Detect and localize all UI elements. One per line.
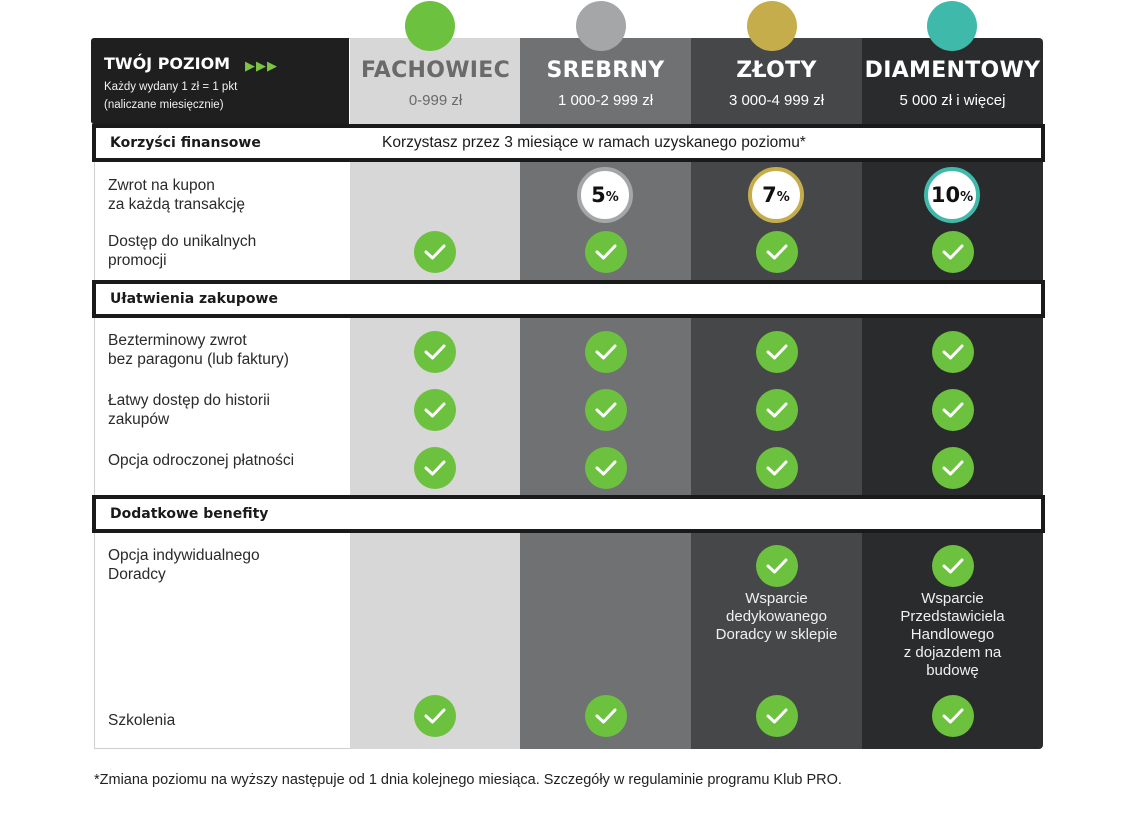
check-icon <box>932 695 974 737</box>
tier-range: 3 000-4 999 zł <box>728 92 825 109</box>
benefit-text-line: Doradcy w sklepie <box>715 626 838 643</box>
tier-name: SREBRNY <box>546 58 665 83</box>
level-subtitle-line: (naliczane miesięcznie) <box>104 99 224 111</box>
benefit-text-line: Przedstawiciela <box>900 608 1005 625</box>
check-icon <box>585 447 627 489</box>
section-note: Korzystasz przez 3 miesiące w ramach uzy… <box>382 134 806 151</box>
tier-dot-diamentowy <box>927 1 977 51</box>
check-icon <box>585 331 627 373</box>
row-label-history: Łatwy dostęp do historii zakupów <box>108 391 270 429</box>
tier-dot-zloty <box>747 1 797 51</box>
tier-range: 5 000 zł i więcej <box>899 92 1006 109</box>
check-icon <box>585 389 627 431</box>
check-icon <box>756 447 798 489</box>
advisor-benefit-zloty: Wsparcie dedykowanego Doradcy w sklepie <box>691 590 862 644</box>
tier-range: 1 000-2 999 zł <box>557 92 654 109</box>
tier-dot-srebrny <box>576 1 626 51</box>
check-icon <box>756 231 798 273</box>
percent-badge-zloty: 7% <box>748 167 804 223</box>
section-band-financial: Korzyści finansowe Korzystasz przez 3 mi… <box>92 124 1045 162</box>
row-label-promos: Dostęp do unikalnych promocji <box>108 232 256 270</box>
row-label-line: bez paragonu (lub faktury) <box>108 351 289 368</box>
level-subtitle: Każdy wydany 1 zł = 1 pkt (naliczane mie… <box>104 78 237 114</box>
row-label-line: Doradcy <box>108 566 166 583</box>
benefit-text-line: Wsparcie <box>921 590 984 607</box>
section-band-shopping: Ułatwienia zakupowe <box>92 280 1045 318</box>
percent-symbol: % <box>776 189 790 205</box>
row-label-line: Zwrot na kupon <box>108 177 215 194</box>
row-label-line: Łatwy dostęp do historii <box>108 392 270 409</box>
row-label-line: Dostęp do unikalnych <box>108 233 257 250</box>
tier-name: ZŁOTY <box>736 58 817 83</box>
footnote: *Zmiana poziomu na wyższy następuje od 1… <box>94 772 842 788</box>
check-icon <box>414 231 456 273</box>
row-label-advisor: Opcja indywidualnego Doradcy <box>108 546 260 584</box>
section-label: Korzyści finansowe <box>110 135 261 151</box>
row-label-deferred: Opcja odroczonej płatności <box>108 451 294 470</box>
check-icon <box>414 447 456 489</box>
check-icon <box>932 545 974 587</box>
check-icon <box>756 331 798 373</box>
percent-badge-srebrny: 5% <box>577 167 633 223</box>
check-icon <box>585 231 627 273</box>
check-icon <box>932 331 974 373</box>
benefit-text-line: budowę <box>926 662 979 679</box>
tier-dot-fachowiec <box>405 1 455 51</box>
level-header: TWÓJ POZIOM ▶▶▶ Każdy wydany 1 zł = 1 pk… <box>91 38 349 124</box>
benefit-text-line: dedykowanego <box>726 608 827 625</box>
check-icon <box>756 695 798 737</box>
check-icon <box>932 389 974 431</box>
percent-badge-diamentowy: 10% <box>924 167 980 223</box>
row-label-line: promocji <box>108 252 167 269</box>
section-label: Ułatwienia zakupowe <box>110 291 278 307</box>
check-icon <box>932 231 974 273</box>
tier-name: FACHOWIEC <box>360 58 511 83</box>
check-icon <box>756 545 798 587</box>
check-icon <box>932 447 974 489</box>
check-icon <box>414 389 456 431</box>
percent-symbol: % <box>605 189 619 205</box>
benefit-text-line: Wsparcie <box>745 590 808 607</box>
row-label-line: Opcja indywidualnego <box>108 547 260 564</box>
percent-value: 7 <box>762 183 777 207</box>
level-title: TWÓJ POZIOM <box>104 54 231 73</box>
percent-value: 5 <box>591 183 606 207</box>
check-icon <box>414 331 456 373</box>
benefit-text-line: Handlowego <box>910 626 995 643</box>
row-label-returns: Bezterminowy zwrot bez paragonu (lub fak… <box>108 331 289 369</box>
row-label-line: Szkolenia <box>108 712 176 729</box>
row-label-line: za każdą transakcję <box>108 196 245 213</box>
check-icon <box>414 695 456 737</box>
benefit-text-line: z dojazdem na <box>903 644 1002 661</box>
section-band-extra: Dodatkowe benefity <box>92 495 1045 533</box>
check-icon <box>585 695 627 737</box>
arrows-icon: ▶▶▶ <box>245 58 278 73</box>
row-label-training: Szkolenia <box>108 711 175 730</box>
advisor-benefit-diamentowy: Wsparcie Przedstawiciela Handlowego z do… <box>862 590 1043 680</box>
percent-value: 10 <box>930 183 961 207</box>
percent-symbol: % <box>960 189 974 205</box>
check-icon <box>756 389 798 431</box>
tier-range: 0-999 zł <box>408 92 463 109</box>
row-label-line: Bezterminowy zwrot <box>108 332 247 349</box>
level-subtitle-line: Każdy wydany 1 zł = 1 pkt <box>104 81 238 93</box>
row-label-line: Opcja odroczonej płatności <box>108 452 295 469</box>
tier-name: DIAMENTOWY <box>864 58 1041 83</box>
row-label-coupon: Zwrot na kupon za każdą transakcję <box>108 176 245 214</box>
section-label: Dodatkowe benefity <box>110 506 269 522</box>
row-label-line: zakupów <box>108 411 170 428</box>
